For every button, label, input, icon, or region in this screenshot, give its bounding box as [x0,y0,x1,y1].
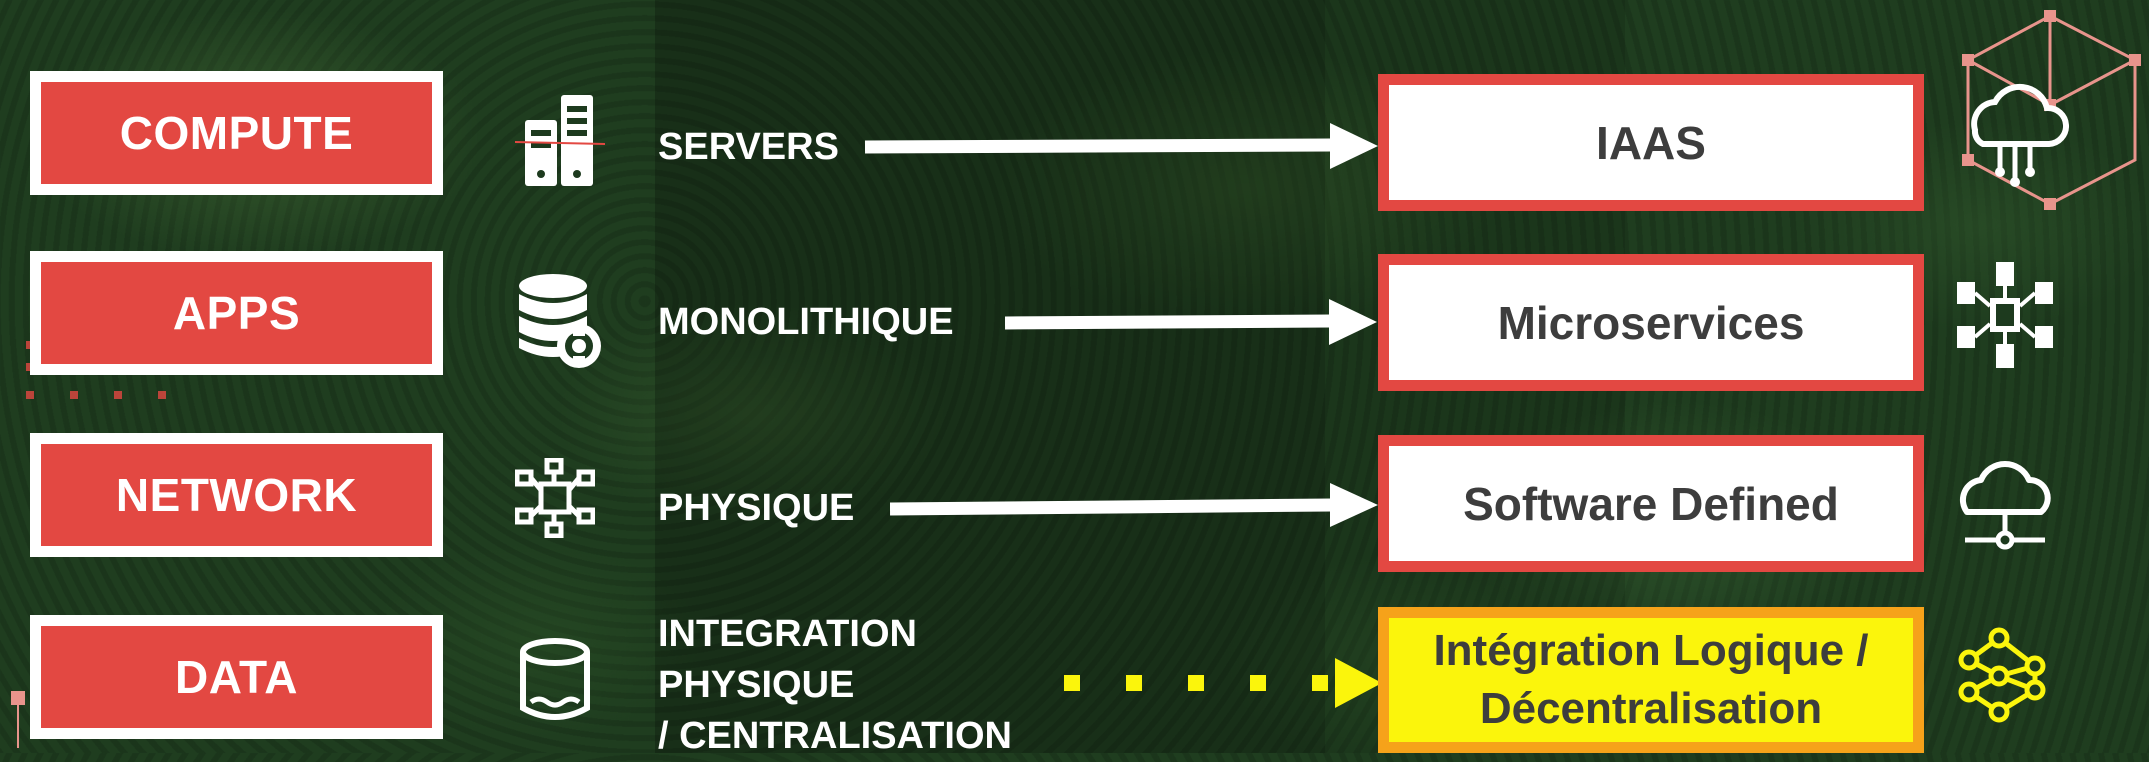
source-label-line: / CENTRALISATION [658,715,1012,757]
source-label-monolithique: MONOLITHIQUE [658,301,954,343]
target-line: Intégration Logique / [1433,626,1869,675]
source-label-servers: SERVERS [658,126,839,168]
arrow-solid [890,483,1378,527]
arrow-solid [864,123,1378,169]
source-label-integration: INTEGRATION PHYSIQUE / CENTRALISATION [658,609,1012,762]
category-compute: COMPUTE [30,71,443,195]
microservices-icon [1957,262,2053,368]
background-panel [655,0,1325,753]
arrow-dotted [1064,658,1382,708]
cloud-chip-icon [1962,10,2141,210]
target-software-defined: Software Defined [1378,435,1924,572]
target-iaas: IAAS [1378,74,1924,211]
source-label-line: PHYSIQUE [658,664,855,706]
category-apps: APPS [30,251,443,375]
network-nodes-icon [515,458,595,538]
decorative-node [11,691,25,748]
target-integration-logique: Intégration Logique / Décentralisation [1378,607,1924,753]
source-label-physique: PHYSIQUE [658,487,855,529]
database-icon [520,638,590,720]
target-line: Décentralisation [1479,684,1823,733]
arrow-solid [1005,299,1377,345]
neural-network-icon [1958,627,2046,723]
cloud-network-icon [1959,461,2051,550]
category-network: NETWORK [30,433,443,557]
source-label-line: INTEGRATION [658,613,917,655]
category-data: DATA [30,615,443,739]
target-microservices: Microservices [1378,254,1924,391]
server-icon [515,95,605,186]
database-gear-icon [519,274,601,368]
